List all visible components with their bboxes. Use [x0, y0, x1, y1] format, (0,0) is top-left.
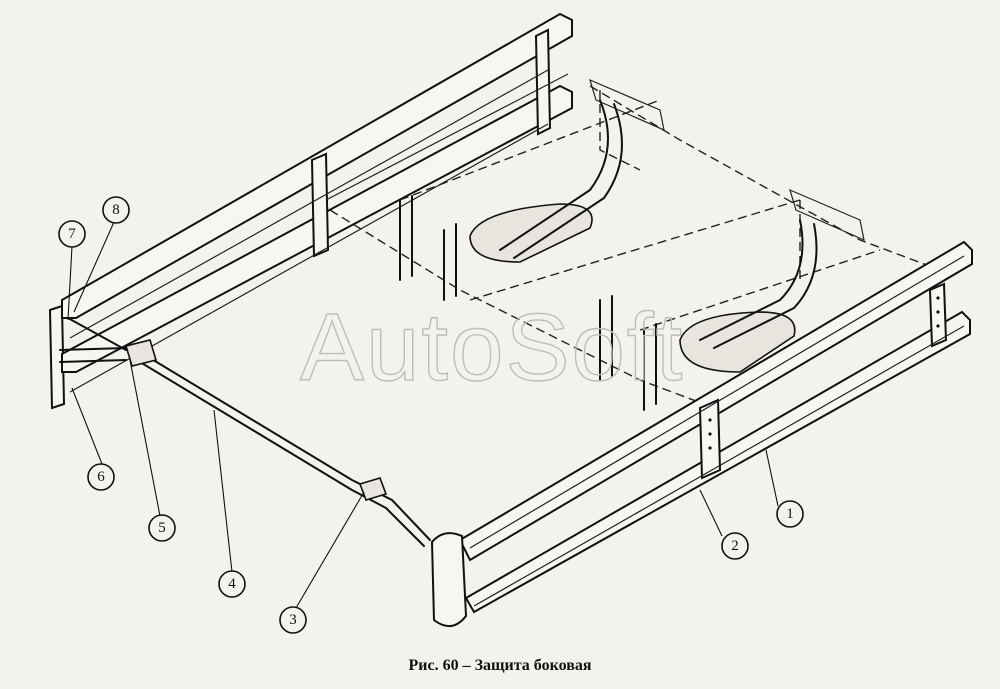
callouts: 1 2 3 4 5 6 7 8 — [58, 196, 804, 634]
callout-5: 5 — [158, 520, 166, 536]
callout-6: 6 — [97, 469, 105, 485]
brace-rod — [59, 317, 431, 547]
callout-3-circle — [279, 606, 307, 634]
figure-caption: Рис. 60 – Защита боковая — [408, 657, 592, 674]
callout-2-circle — [721, 532, 749, 560]
callout-6-circle — [87, 463, 115, 491]
callout-2: 2 — [731, 538, 739, 554]
callout-4-circle — [218, 570, 246, 598]
hidden-frame — [329, 85, 941, 411]
callout-1-circle — [776, 500, 804, 528]
callout-7-circle — [58, 220, 86, 248]
frame-pads — [469, 203, 796, 373]
callout-7: 7 — [68, 226, 76, 242]
callout-8: 8 — [112, 202, 120, 218]
callout-3: 3 — [289, 612, 297, 628]
callout-1: 1 — [786, 506, 794, 522]
rear-fence — [48, 12, 573, 410]
watermark-text: AutoSoft — [300, 294, 684, 401]
callout-4: 4 — [228, 576, 236, 592]
callout-5-circle — [148, 514, 176, 542]
front-guard — [430, 240, 973, 627]
callout-8-circle — [102, 196, 130, 224]
cross-tubes — [399, 78, 865, 411]
